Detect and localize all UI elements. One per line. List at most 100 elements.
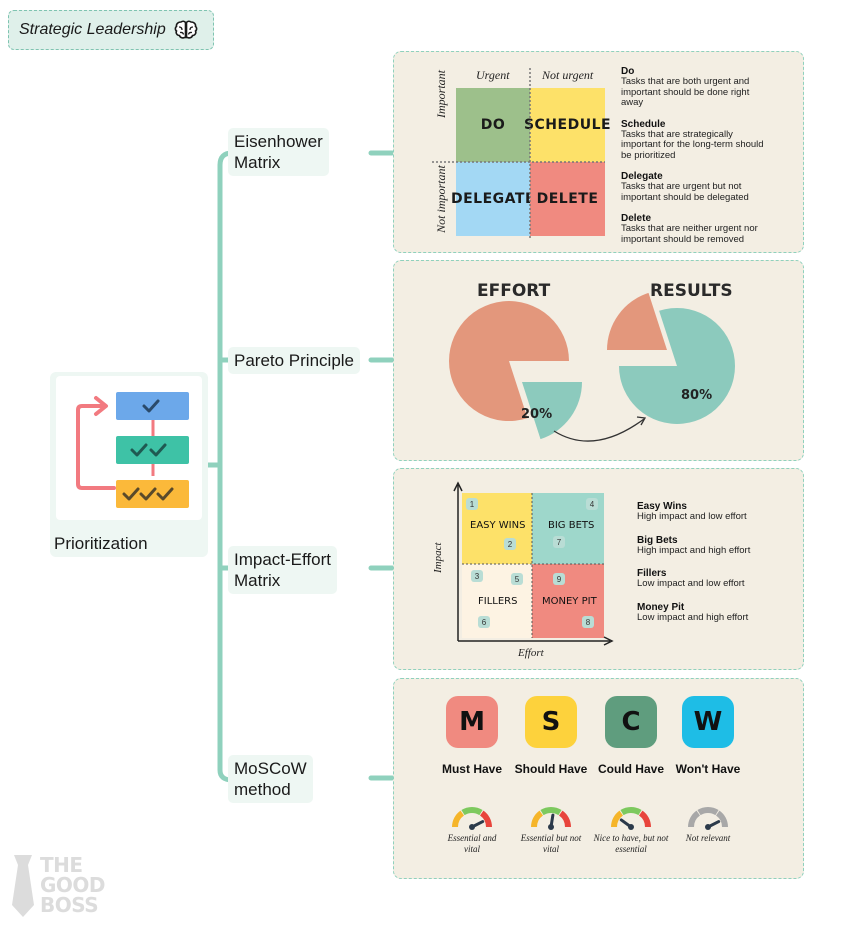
desc-schedule: Schedule Tasks that are strategically im…: [621, 119, 801, 162]
ie-num-1: 1: [466, 498, 478, 510]
pareto-panel: EFFORT RESULTS 20% 80%: [393, 260, 804, 461]
results-pie: [607, 292, 735, 424]
effort-title: EFFORT: [477, 281, 551, 301]
tile-should: S: [525, 696, 577, 748]
quadrant-do: DO: [456, 88, 530, 162]
branch-label-line: Matrix: [234, 571, 281, 590]
caption-could: Nice to have, but not essential: [591, 833, 671, 855]
branch-pareto: Pareto Principle: [228, 347, 361, 374]
branch-eisenhower: Eisenhower Matrix: [228, 128, 329, 176]
header-title: Strategic Leadership: [19, 21, 166, 38]
gauge-arc-high: [715, 810, 728, 828]
root-label: Prioritization: [54, 534, 148, 553]
gauge-hub: [628, 824, 634, 830]
checklist-icon: [76, 392, 189, 508]
logo-line: BOSS: [40, 893, 99, 917]
ie-num-7: 7: [553, 536, 565, 548]
the-good-boss-logo: THE GOOD BOSS: [10, 855, 110, 917]
caption-line: Nice to have, but not: [593, 833, 669, 843]
branch-label-line: method: [234, 780, 291, 799]
ie-quad-money-pit: MONEY PIT: [542, 596, 597, 607]
ie-quad-big-bets: BIG BETS: [548, 520, 595, 531]
ie-num-5: 5: [511, 573, 523, 585]
quadrant-schedule: SCHEDULE: [524, 88, 611, 162]
desc-title: Delete: [621, 213, 652, 224]
results-slice-20: [607, 292, 667, 350]
tile-could: C: [605, 696, 657, 748]
gauge-arc-low: [452, 810, 465, 828]
ie-desc-easy-wins: Easy Wins High impact and low effort: [637, 501, 797, 523]
logo-line: THE: [40, 853, 83, 877]
eisenhower-panel: Urgent Not urgent Important Not importan…: [393, 51, 804, 253]
impact-effort-panel: Impact Effort EASY WINS BIG BETS FILLERS…: [393, 468, 804, 670]
results-slice-80: [619, 307, 735, 424]
x-axis-label: Effort: [518, 647, 544, 659]
gauge-arc-high: [558, 810, 571, 828]
desc-text: Tasks that are neither urgent nor: [621, 223, 758, 234]
label-must: Must Have: [441, 762, 503, 776]
label-should: Should Have: [514, 762, 588, 776]
gauge-arc-low: [531, 810, 544, 828]
ie-num-4: 4: [586, 498, 598, 510]
desc-title: Easy Wins: [637, 501, 687, 512]
desc-do: Do Tasks that are both urgent and import…: [621, 66, 801, 109]
gauge-hub: [469, 824, 475, 830]
desc-text: be prioritized: [621, 149, 676, 161]
ie-num-8: 8: [582, 616, 594, 628]
branch-label-line: MoSCoW: [234, 759, 307, 778]
ie-num-3: 3: [471, 570, 483, 582]
effort-slice-80: [449, 301, 569, 422]
caption-line: vital: [464, 844, 480, 854]
ie-quad-fillers: FILLERS: [478, 596, 518, 607]
root-icon-area: [56, 376, 202, 520]
moscow-panel: M S C W Must Have Should Have Could Have…: [393, 678, 804, 879]
desc-text: important for the long-term should: [621, 139, 764, 150]
desc-text: important should be removed: [621, 233, 745, 245]
gauge-arc-low: [611, 810, 624, 828]
brain-icon: [174, 20, 198, 39]
desc-text: Tasks that are strategically: [621, 128, 733, 140]
pareto-pies: [449, 292, 735, 442]
col-header-not-urgent: Not urgent: [542, 68, 594, 82]
caption-line: Not relevant: [685, 833, 731, 843]
gauge-arc-high: [638, 810, 651, 828]
gauge-arc-mid: [697, 807, 719, 816]
branch-impact-effort: Impact-Effort Matrix: [228, 546, 337, 594]
quadrant-delegate: DELEGATE: [451, 162, 535, 236]
caption-line: Essential and: [447, 833, 497, 843]
ie-desc-fillers: Fillers Low impact and low effort: [637, 568, 797, 590]
gauge-arc-mid: [620, 807, 642, 816]
gauge-arc-mid: [461, 807, 483, 816]
effort-pct-label: 20%: [521, 407, 553, 422]
gauge-hub: [548, 824, 554, 830]
desc-delete: Delete Tasks that are neither urgent nor…: [621, 213, 801, 245]
caption-wont: Not relevant: [668, 833, 748, 844]
desc-text: away: [621, 97, 644, 108]
caption-line: vital: [543, 844, 559, 854]
desc-title: Money Pit: [637, 601, 685, 613]
label-could: Could Have: [597, 762, 664, 776]
effort-slice-20: [522, 382, 582, 440]
ie-num-9: 9: [553, 573, 565, 585]
branch-label-line: Pareto Principle: [234, 351, 355, 370]
y-axis-label: Impact: [432, 542, 444, 573]
tile-wont: W: [682, 696, 734, 748]
branch-moscow: MoSCoW method: [228, 755, 313, 803]
tie-icon: [12, 855, 34, 917]
pareto-arrowhead: [636, 416, 647, 426]
label-wont: Won't Have: [675, 762, 741, 776]
results-pct-label: 80%: [681, 388, 713, 403]
gauge-arc-high: [479, 810, 492, 828]
branch-label-line: Eisenhower: [234, 132, 323, 151]
caption-line: essential: [615, 844, 647, 854]
gauges: [452, 807, 728, 830]
branch-label-line: Impact-Effort: [234, 550, 331, 569]
effort-pie: [449, 301, 582, 440]
results-title: RESULTS: [650, 281, 733, 301]
desc-text: High impact and high effort: [637, 544, 751, 556]
desc-title: Delegate: [621, 171, 663, 182]
desc-text: important should be delegated: [621, 191, 749, 203]
gauge-arc-mid: [540, 807, 562, 816]
desc-title: Fillers: [637, 568, 667, 579]
header-pill: Strategic Leadership: [8, 10, 214, 50]
